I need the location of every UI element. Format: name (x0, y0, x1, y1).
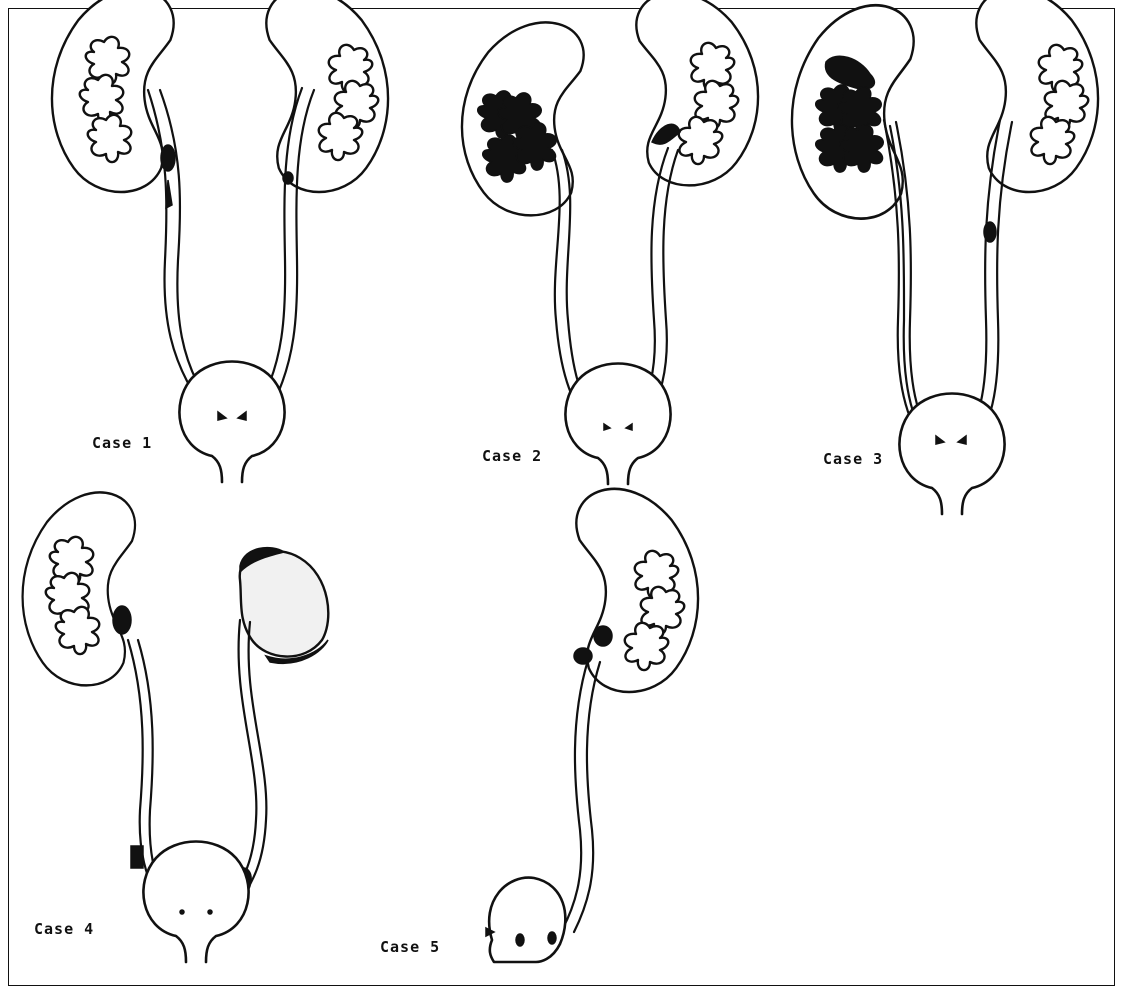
case-2-diagram (462, 0, 758, 484)
case-2-label: Case 2 (482, 447, 542, 465)
case-3-label: Case 3 (823, 450, 883, 468)
case-1-label: Case 1 (92, 434, 152, 452)
case-2-bladder (565, 364, 670, 485)
case-1-bladder (179, 362, 284, 483)
case-5-bladder (489, 878, 565, 962)
case-3-diagram (792, 0, 1098, 514)
case-4-diagram (23, 492, 329, 962)
case-5-label: Case 5 (380, 938, 440, 956)
case-4-label: Case 4 (34, 920, 94, 938)
case-5-diagram (486, 489, 698, 962)
case-1-diagram (52, 0, 388, 482)
case-4-right-kidney (240, 551, 329, 657)
case-4-bladder (143, 842, 248, 963)
case-3-bladder (899, 394, 1004, 515)
